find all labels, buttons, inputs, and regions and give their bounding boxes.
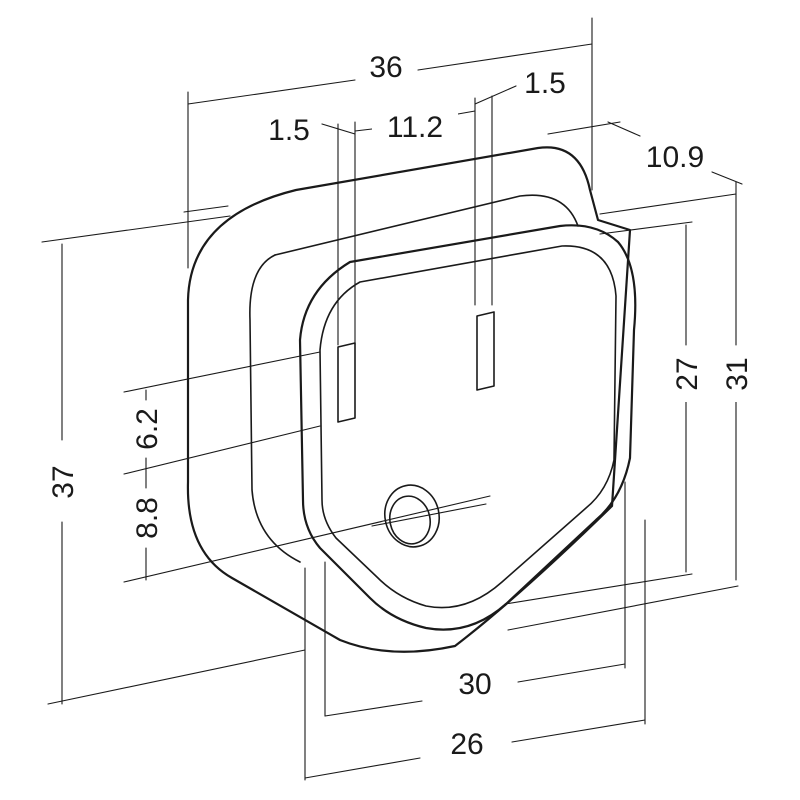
dim-pin-width-left-label: 1.5 <box>268 114 310 147</box>
dim-pin-offset-label: 6.2 <box>131 408 164 450</box>
outlet-outer-flange <box>186 146 632 653</box>
dim-pin-width-right-label: 1.5 <box>524 67 566 100</box>
dim-30-label: 30 <box>458 668 491 701</box>
dim-26-label: 26 <box>450 728 483 761</box>
pin-slots <box>337 311 495 423</box>
outlet-inner-face <box>298 224 637 631</box>
dim-36-label: 36 <box>369 51 402 84</box>
right-pin-slot <box>476 311 495 391</box>
left-pin-slot <box>337 342 356 423</box>
dimension-lines <box>41 17 743 781</box>
dim-pin-spacing-label: 11.2 <box>387 111 443 144</box>
dim-31-label: 31 <box>721 357 754 390</box>
dim-hole-offset-label: 8.8 <box>131 497 164 539</box>
ground-hole <box>371 484 487 548</box>
dimension-labels: 36 1.5 11.2 1.5 10.9 37 6.2 8.8 27 31 30… <box>44 48 754 761</box>
dim-37-label: 37 <box>47 465 80 498</box>
dim-27-label: 27 <box>671 357 704 390</box>
dim-depth-label: 10.9 <box>646 141 704 174</box>
